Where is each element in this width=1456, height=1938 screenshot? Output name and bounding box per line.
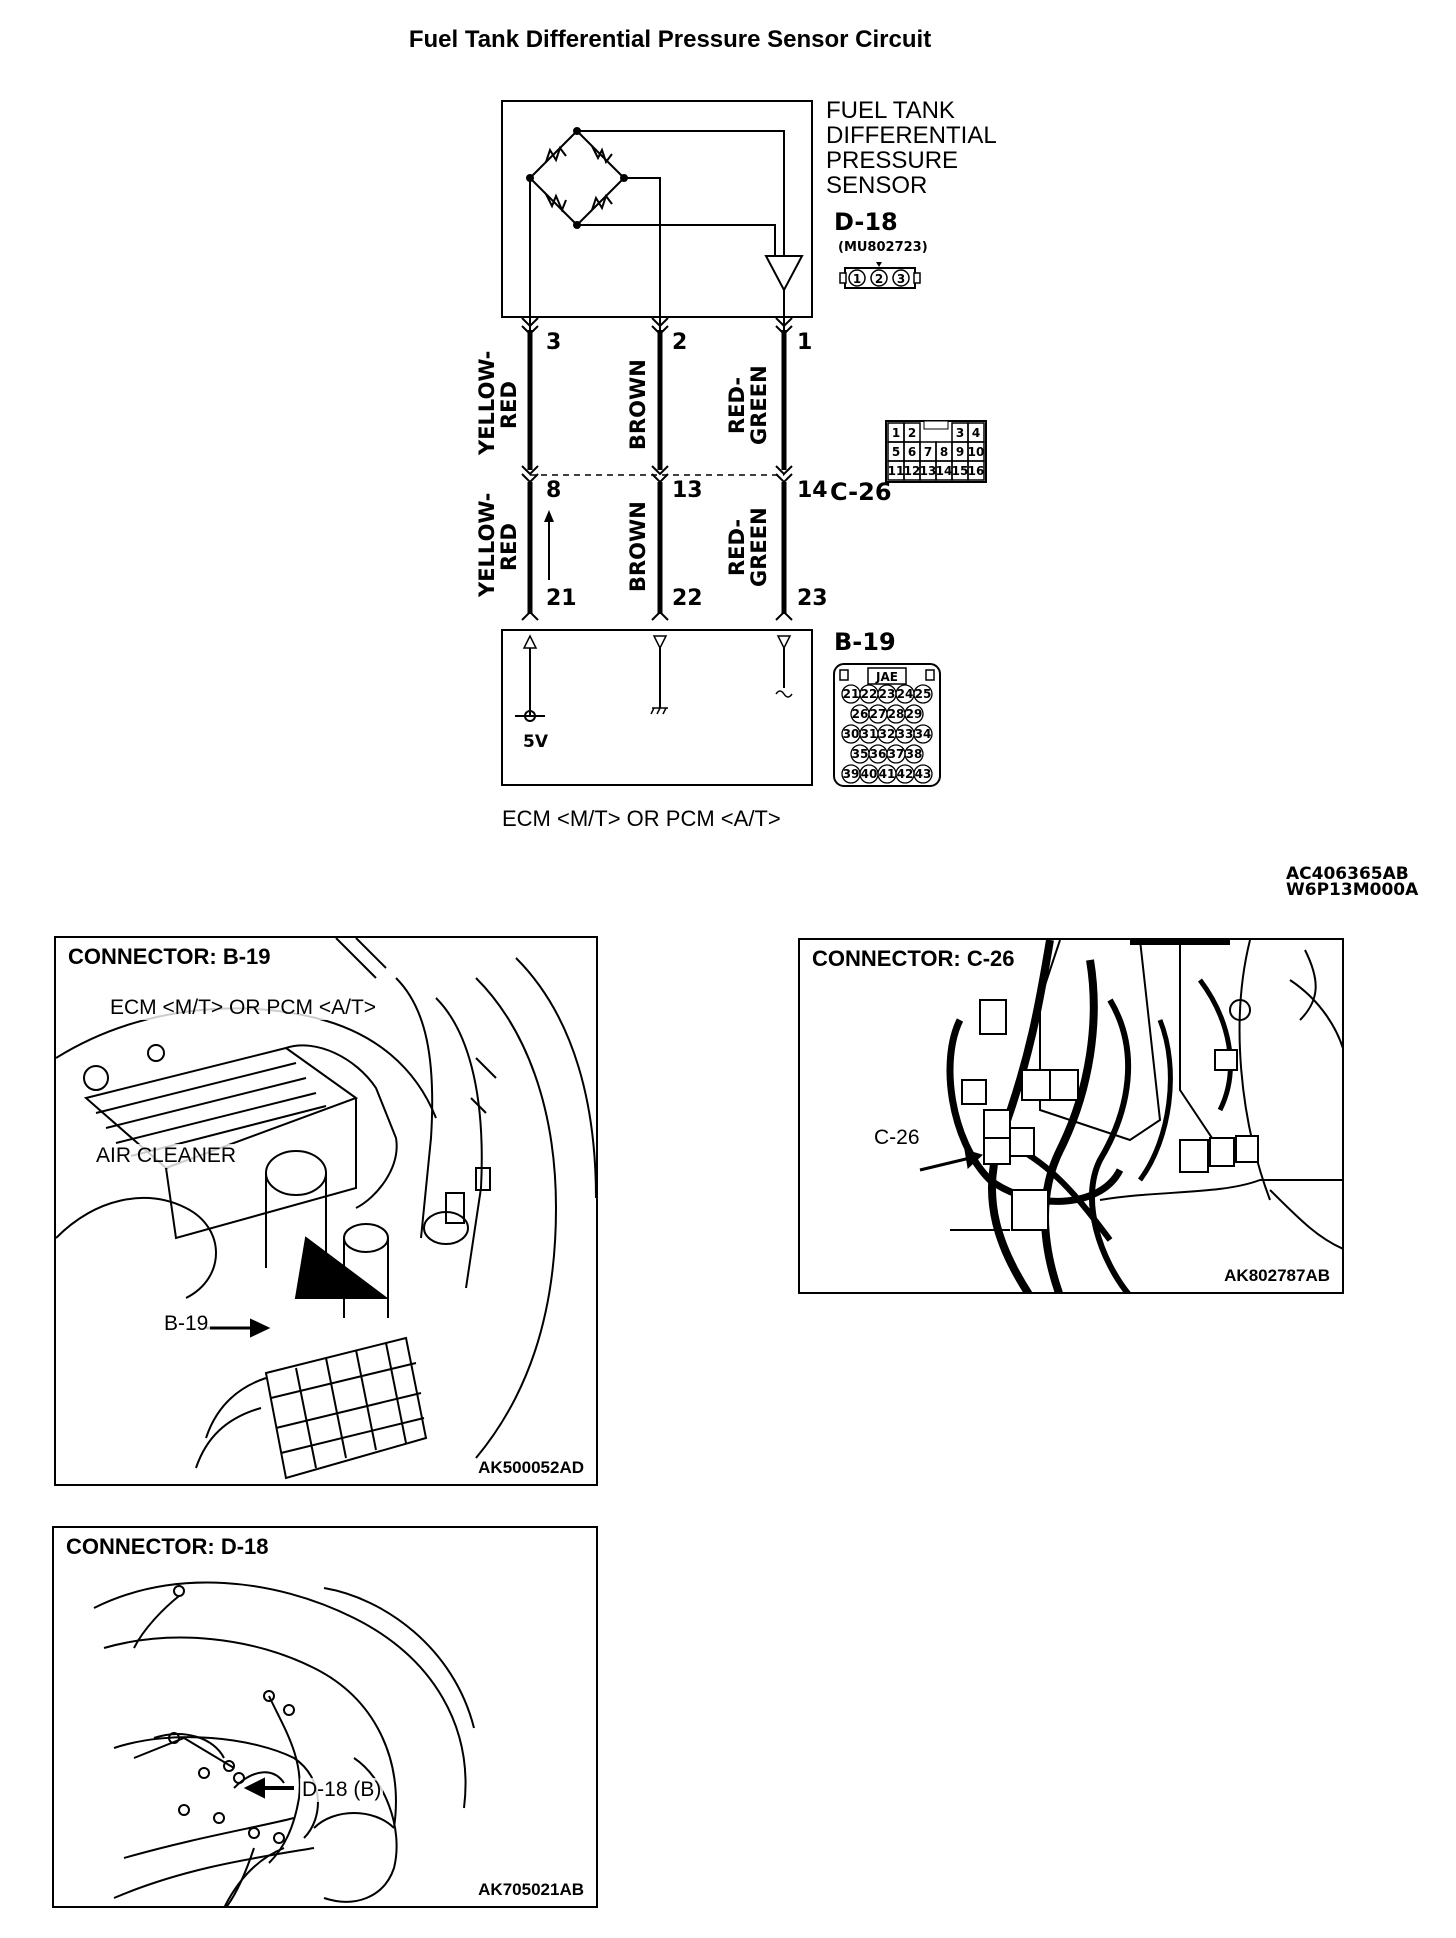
panel-title: CONNECTOR: C-26 (810, 946, 1017, 972)
vehicle-rear-illustration (93, 1581, 475, 1906)
photo-label: D-18 (B) (300, 1778, 384, 1802)
sensor-name: FUEL TANK DIFFERENTIAL PRESSURE SENSOR (826, 97, 997, 199)
connector-panel-b19: CONNECTOR: B-19 (54, 936, 598, 1486)
b19-pin: 27 (870, 707, 887, 721)
wire-color-label: RED- GREEN (725, 507, 771, 587)
d18-pin: 3 (897, 272, 905, 286)
b19-pin: 23 (879, 687, 896, 701)
pin-number: 8 (546, 478, 562, 503)
ground-icon (650, 707, 668, 715)
c26-pin: 5 (892, 445, 900, 459)
panel-title: CONNECTOR: D-18 (64, 1534, 271, 1560)
b19-pin: 37 (888, 747, 905, 761)
wires-upper (527, 330, 787, 470)
wire-color-label: RED- GREEN (725, 365, 771, 445)
c26-pin: 14 (936, 464, 953, 478)
ecm-connector-label: B-19 (834, 628, 896, 656)
ecm-label: ECM <M/T> OR PCM <A/T> (502, 806, 781, 831)
c26-pin: 10 (968, 445, 985, 459)
connector-panel-c26: CONNECTOR: C-26 (798, 938, 1344, 1294)
c26-pin: 1 (892, 426, 900, 440)
b19-pin: 22 (861, 687, 878, 701)
c26-pin: 8 (940, 445, 948, 459)
c26-pin: 9 (956, 445, 964, 459)
sensor-connector-label: D-18 (834, 208, 898, 236)
pin-number: 22 (672, 586, 703, 611)
sensor-part-number: (MU802723) (838, 240, 928, 255)
harness-illustration (919, 940, 1342, 1292)
wire-color-label: BROWN (626, 501, 650, 593)
panel-code: AK500052AD (478, 1458, 584, 1478)
c26-pin: 3 (956, 426, 964, 440)
b19-pin: 42 (897, 767, 914, 781)
c26-pin: 6 (908, 445, 916, 459)
c26-pin: 15 (952, 464, 969, 478)
junction-connector-label: C-26 (830, 478, 892, 506)
pin-number: 3 (546, 330, 562, 355)
pin-number: 13 (672, 478, 703, 503)
photo-label: ECM <M/T> OR PCM <A/T> (108, 996, 379, 1020)
c26-pin: 11 (888, 464, 905, 478)
sensor-input-icon (775, 690, 793, 698)
photo-label: C-26 (872, 1126, 922, 1150)
c26-pin: 4 (972, 426, 980, 440)
pin-number: 1 (797, 330, 813, 355)
panel-code: AK802787AB (1224, 1266, 1330, 1286)
c26-pin: 12 (904, 464, 921, 478)
photo-label: AIR CLEANER (94, 1144, 239, 1168)
b19-brand: JAE (875, 670, 898, 684)
b19-pin: 29 (906, 707, 923, 721)
b19-pin: 30 (843, 727, 860, 741)
pin-number: 14 (797, 478, 828, 503)
pin-number: 23 (797, 586, 828, 611)
c26-pin: 2 (908, 426, 916, 440)
b19-pin: 43 (915, 767, 932, 781)
b19-pin: 39 (843, 767, 860, 781)
b19-pin: 41 (879, 767, 896, 781)
d18-pin: 1 (853, 272, 861, 286)
c26-pin: 16 (968, 464, 985, 478)
amplifier-icon (764, 255, 804, 293)
b19-pin: 35 (852, 747, 869, 761)
d18-pin: 2 (875, 272, 883, 286)
engine-bay-illustration (56, 938, 596, 1480)
wires-lower (527, 482, 787, 614)
supply-voltage: 5V (523, 732, 548, 752)
sensor-box (501, 100, 813, 318)
b19-pin: 40 (861, 767, 878, 781)
b19-pin: 24 (897, 687, 914, 701)
wire-color-label: BROWN (626, 359, 650, 451)
pin-number: 2 (672, 330, 688, 355)
b19-pin: 26 (852, 707, 869, 721)
b19-pin: 25 (915, 687, 932, 701)
b19-pin: 21 (843, 687, 860, 701)
b19-pin: 38 (906, 747, 923, 761)
pin-number: 21 (546, 586, 577, 611)
b19-pin: 31 (861, 727, 878, 741)
b19-pin: 28 (888, 707, 905, 721)
wire-color-label: YELLOW- RED (475, 492, 521, 597)
panel-code: AK705021AB (478, 1880, 584, 1900)
page-title: Fuel Tank Differential Pressure Sensor C… (408, 26, 932, 53)
b19-pin: 32 (879, 727, 896, 741)
panel-title: CONNECTOR: B-19 (66, 944, 273, 970)
c26-pin: 13 (920, 464, 937, 478)
b19-pin: 36 (870, 747, 887, 761)
photo-label: B-19 (162, 1312, 211, 1336)
b19-pin: 34 (915, 727, 932, 741)
b19-pin: 33 (897, 727, 914, 741)
c26-pin: 7 (924, 445, 932, 459)
connector-panel-d18: CONNECTOR: D-18 (52, 1526, 598, 1908)
drawing-codes: AC406365AB W6P13M000A (1286, 864, 1419, 900)
wire-color-label: YELLOW- RED (475, 350, 521, 455)
wheatstone-bridge-icon (526, 127, 785, 330)
ecm-box (501, 629, 813, 786)
